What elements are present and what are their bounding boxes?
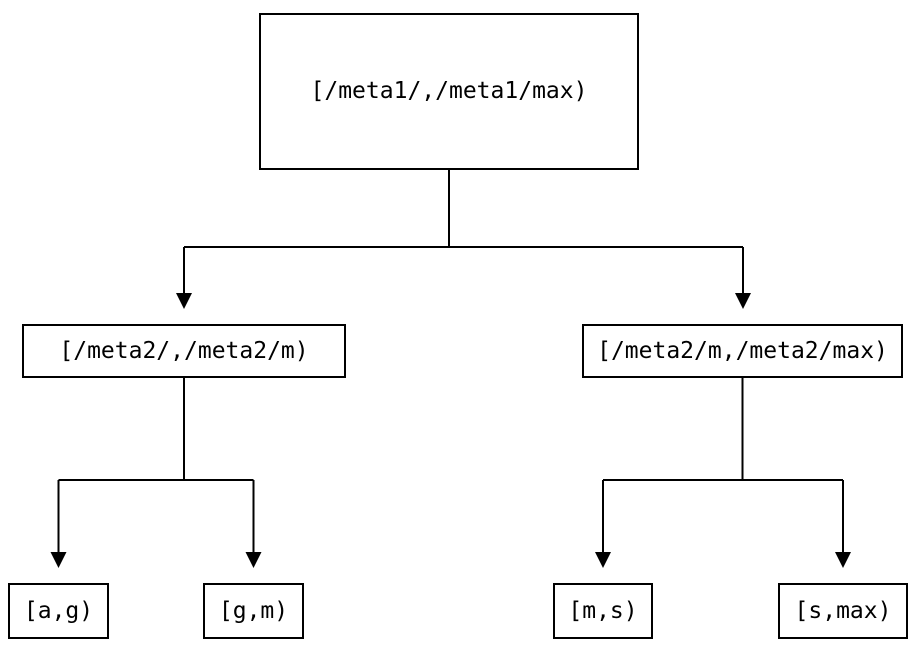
node-label: [s,max)	[794, 597, 892, 624]
tree-node-left-child: [/meta2/,/meta2/m)	[22, 324, 346, 378]
arrowhead-down-icon	[595, 552, 611, 568]
arrowhead-down-icon	[50, 552, 67, 568]
node-label: [a,g)	[23, 597, 94, 624]
node-label: [/meta1/,/meta1/max)	[310, 78, 588, 104]
arrowhead-down-icon	[835, 552, 851, 568]
node-label: [/meta2/,/meta2/m)	[59, 337, 309, 364]
arrowhead-down-icon	[176, 293, 192, 309]
node-label: [g,m)	[218, 597, 289, 624]
arrowhead-down-icon	[245, 552, 262, 568]
tree-leaf-g-m: [g,m)	[203, 583, 304, 639]
node-label: [/meta2/m,/meta2/max)	[597, 337, 888, 364]
tree-leaf-s-max: [s,max)	[778, 583, 908, 639]
arrowhead-down-icon	[735, 293, 751, 309]
tree-node-right-child: [/meta2/m,/meta2/max)	[582, 324, 903, 378]
tree-leaf-m-s: [m,s)	[553, 583, 653, 639]
node-label: [m,s)	[568, 597, 638, 624]
tree-leaf-a-g: [a,g)	[8, 583, 109, 639]
tree-node-root: [/meta1/,/meta1/max)	[259, 13, 639, 170]
